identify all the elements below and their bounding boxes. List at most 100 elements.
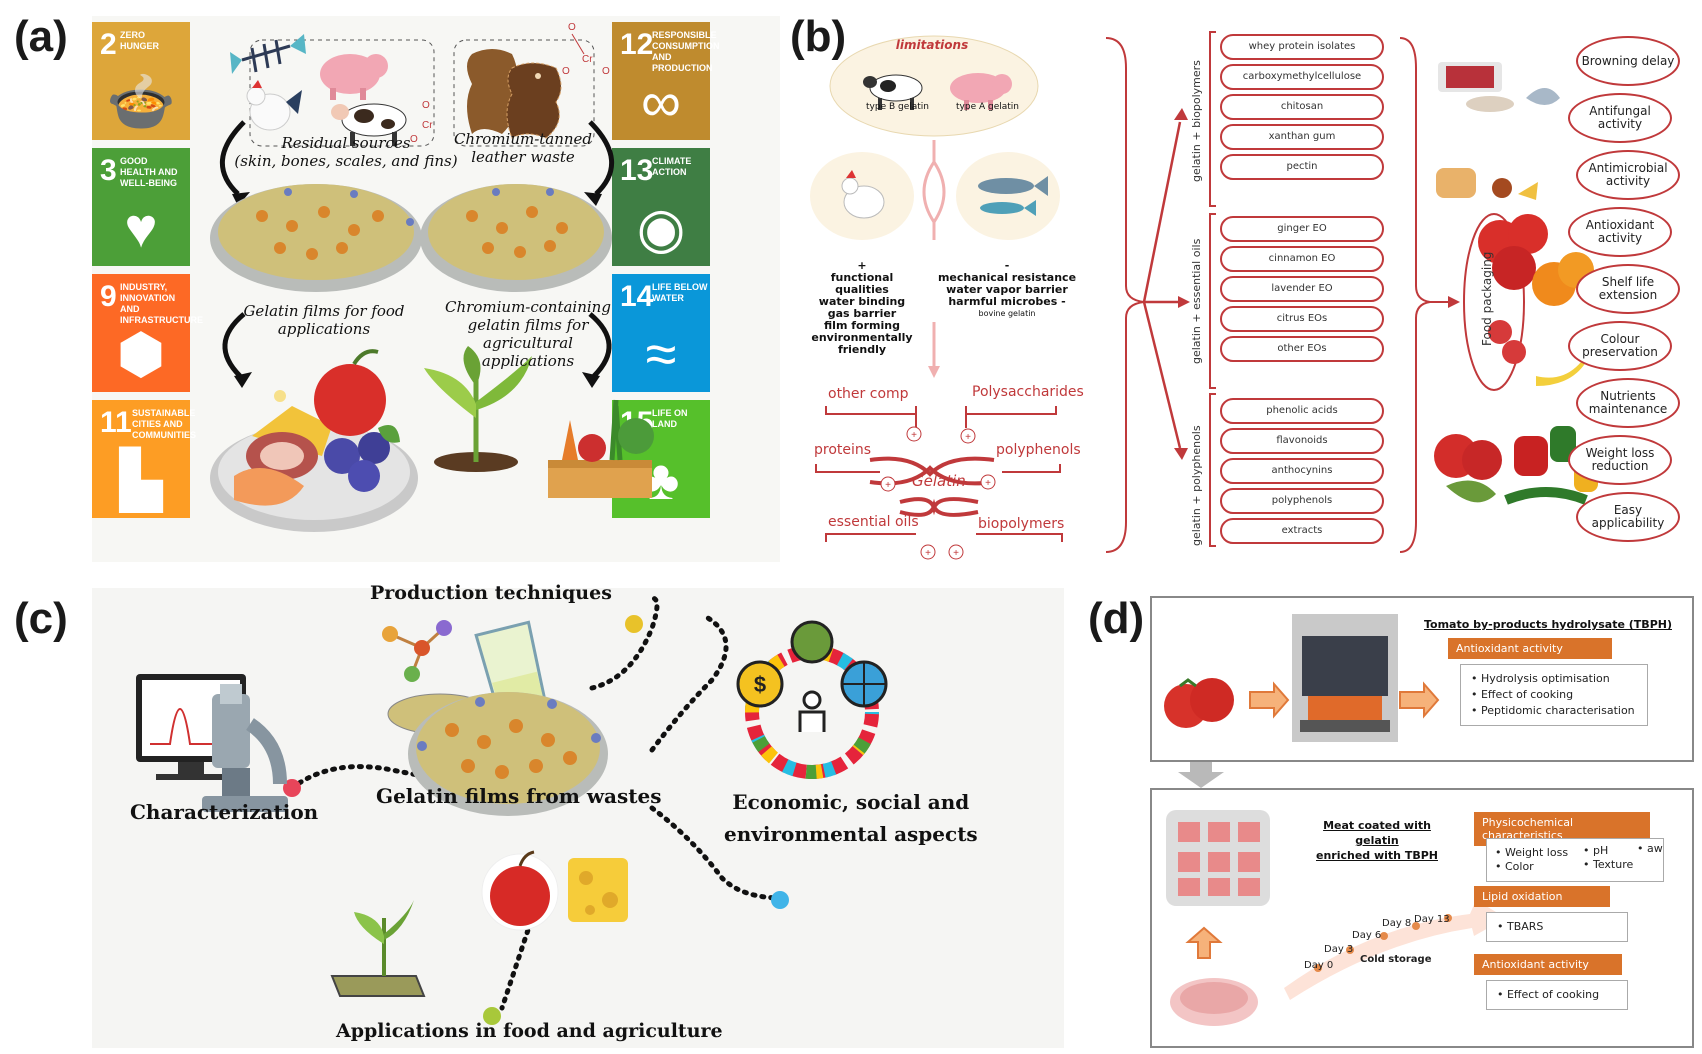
panel-b: ++ ++ ++ xyxy=(806,16,1696,562)
svg-text:+: + xyxy=(885,480,891,491)
meat-title-2: enriched with TBPH xyxy=(1315,849,1438,862)
plant-crate-icon xyxy=(424,346,654,498)
tomato-icon xyxy=(1164,678,1234,728)
flow-arrows-d xyxy=(1185,681,1440,959)
food-icons xyxy=(1434,62,1598,505)
panel-c-graphics: $ xyxy=(136,595,888,1025)
cow-icon xyxy=(331,103,407,146)
panel-d-graphics xyxy=(1164,614,1506,1026)
gelatin-film-dish-2 xyxy=(420,184,612,292)
tbph-box xyxy=(1150,596,1694,762)
residual-sources-label: Residual sources xyxy=(281,134,411,152)
infinity-icon: ∞ xyxy=(641,70,681,133)
person-icon xyxy=(802,690,822,710)
chromium-films-label-1: Chromium-containing xyxy=(445,298,611,316)
group-arrows xyxy=(1142,121,1182,449)
combination-item: xanthan gum xyxy=(1220,124,1384,150)
leather-waste-box xyxy=(453,39,595,147)
physchem-item: • aw xyxy=(1637,842,1663,855)
minus-list-item: harmful microbes - xyxy=(948,295,1066,308)
characterization-dot xyxy=(283,779,301,797)
economic-dot xyxy=(771,891,789,909)
eye-globe-icon: ◉ xyxy=(636,196,686,259)
panel-label-b: (b) xyxy=(790,12,847,61)
svg-text:+: + xyxy=(965,432,971,443)
sdg-title: CLIMATE ACTION xyxy=(652,156,692,177)
effect-oval: Weight loss reduction xyxy=(1568,435,1672,485)
microscope-icon xyxy=(202,684,288,812)
heartbeat-icon: ♥ xyxy=(124,196,158,259)
group-label: gelatin + biopolymers xyxy=(1190,60,1203,182)
svg-text:O: O xyxy=(422,100,430,111)
antioxidant2-item: • Effect of cooking xyxy=(1497,988,1600,1001)
lipid-header: Lipid oxidation xyxy=(1474,886,1610,907)
antioxidant-list: • Hydrolysis optimisation• Effect of coo… xyxy=(1460,664,1648,726)
sdg-number: 12 xyxy=(620,28,654,61)
antioxidant2-list: • Effect of cooking xyxy=(1486,980,1628,1010)
sdg-title: LIFE BELOW WATER xyxy=(652,282,708,303)
dollar-icon xyxy=(736,660,784,708)
composition-brackets xyxy=(815,406,1063,542)
svg-text:O: O xyxy=(568,22,576,33)
sdg-title: ZERO HUNGER xyxy=(120,30,160,51)
svg-text:O: O xyxy=(602,66,610,77)
cubes-icon: ⬢ xyxy=(116,322,166,385)
meat-box xyxy=(1150,788,1694,1048)
limitations-label: limitations xyxy=(895,38,969,52)
leather-waste-caption: Chromium-tanned leather waste xyxy=(438,130,608,166)
applications-dot xyxy=(483,1007,501,1025)
plus-list-item: gas barrier xyxy=(827,307,897,320)
day-6-label: Day 6 xyxy=(1352,930,1382,941)
chromium-films-label-2: gelatin films for agricultural xyxy=(467,316,589,352)
svg-text:O: O xyxy=(410,134,418,145)
residual-sources-sub: (skin, bones, scales, and fins) xyxy=(234,152,458,170)
svg-text:+: + xyxy=(985,478,991,489)
combination-item: whey protein isolates xyxy=(1220,34,1384,60)
sdg-number: 11 xyxy=(100,406,132,439)
meat-title-1: Meat coated with gelatin xyxy=(1323,819,1431,847)
dollar-sign: $ xyxy=(754,672,766,697)
food-packaging-label: Food packaging xyxy=(1480,251,1494,346)
seedling-icon xyxy=(330,900,426,997)
combination-item: other EOs xyxy=(1220,336,1384,362)
tbph-title: Tomato by-products hydrolysate (TBPH) xyxy=(1424,618,1672,631)
sdg-ring-icon xyxy=(736,620,888,779)
combination-item: phenolic acids xyxy=(1220,398,1384,424)
sdg-title: INDUSTRY, INNOVATION AND INFRASTRUCTURE xyxy=(120,282,203,325)
raw-meat-icon xyxy=(1170,978,1258,1026)
city-icon: ▙ xyxy=(119,448,163,511)
combination-item: flavonoids xyxy=(1220,428,1384,454)
apple-icon xyxy=(314,364,386,436)
cheese-icon xyxy=(568,858,628,922)
fish-oval xyxy=(956,152,1060,240)
antioxidant-header: Antioxidant activity xyxy=(1448,638,1612,659)
combination-item: citrus EOs xyxy=(1220,306,1384,332)
molecule-icon xyxy=(382,620,452,682)
biopolymers-label: biopolymers xyxy=(978,516,1065,532)
cold-storage-label: Cold storage xyxy=(1360,954,1432,965)
physchem-item: • pH xyxy=(1583,844,1609,857)
plus-list-item: functional qualities xyxy=(830,271,894,296)
polysaccharides-label: Polysaccharides xyxy=(972,384,1084,400)
food-films-label-2: applications xyxy=(277,320,371,338)
combination-item: ginger EO xyxy=(1220,216,1384,242)
blueberry-icon xyxy=(324,438,360,474)
sdg-title: SUSTAINABLE CITIES AND COMMUNITIES xyxy=(132,408,196,440)
combination-item: chitosan xyxy=(1220,94,1384,120)
economic-label: Economic, social and environmental aspec… xyxy=(724,786,978,850)
day-13-label: Day 13 xyxy=(1414,914,1450,925)
plus-list-item: friendly xyxy=(837,343,887,356)
center-label: Gelatin films from wastes xyxy=(376,784,662,808)
antioxidant2-header: Antioxidant activity xyxy=(1474,954,1622,975)
svg-text:Cr: Cr xyxy=(582,54,593,65)
center-gelatin-dish xyxy=(408,692,608,816)
production-dot xyxy=(625,615,643,633)
